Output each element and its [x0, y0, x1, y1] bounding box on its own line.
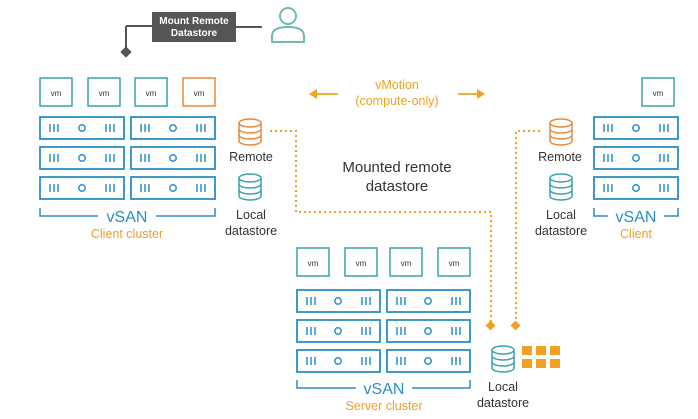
remote-label: Remote: [229, 150, 273, 164]
remote-mount-path-left: [270, 130, 492, 324]
remote-datastore-icon: [549, 118, 573, 146]
vm-icon: vm: [87, 77, 121, 107]
svg-text:vm: vm: [146, 89, 157, 98]
client-label: Client: [620, 227, 652, 241]
server-host: [39, 146, 125, 170]
server-host: [296, 319, 381, 343]
server-host: [130, 116, 216, 140]
vsan-bracket: [296, 380, 471, 389]
local-label-line-2: datastore: [225, 224, 277, 238]
server-host: [593, 146, 679, 170]
vsan-bracket: [39, 208, 216, 217]
server-host: [386, 349, 471, 373]
server-host: [296, 289, 381, 313]
server-host: [593, 176, 679, 200]
callout-line-1: Mount Remote: [159, 16, 229, 27]
server-host: [593, 116, 679, 140]
mount-endpoint-marker: [510, 320, 521, 331]
person-icon: [271, 7, 305, 43]
vm-icon: vm: [389, 247, 423, 277]
local-datastore-icon: [491, 345, 515, 373]
mount-endpoint-marker: [485, 320, 496, 331]
storage-blocks-icon: [522, 346, 560, 368]
local-label-line-2: datastore: [535, 224, 587, 238]
svg-text:vm: vm: [356, 259, 367, 268]
remote-label: Remote: [538, 150, 582, 164]
vmotion-label: vMotion: [375, 78, 419, 92]
local-datastore-icon: [549, 173, 573, 201]
local-label-line-1: Local: [236, 208, 266, 222]
vm-icon: vm: [296, 247, 330, 277]
svg-text:vm: vm: [449, 259, 460, 268]
svg-text:vm: vm: [194, 89, 205, 98]
vm-icon: vm: [641, 77, 675, 107]
server-host: [296, 349, 381, 373]
local-label-line-2: datastore: [477, 396, 529, 410]
local-datastore-icon: [238, 173, 262, 201]
server-host: [39, 116, 125, 140]
vmotion-arrow: [309, 89, 485, 99]
vm-row-server: vm vm vm vm: [296, 247, 471, 277]
local-label-line-1: Local: [488, 380, 518, 394]
server-host: [130, 146, 216, 170]
vm-icon: vm: [437, 247, 471, 277]
svg-text:vm: vm: [99, 89, 110, 98]
vsan-bracket: [593, 208, 679, 217]
client-cluster-label: Client cluster: [91, 227, 163, 241]
svg-text:vm: vm: [51, 89, 62, 98]
vmotion-sublabel: (compute-only): [355, 94, 438, 108]
vm-icon: vm: [344, 247, 378, 277]
server-host: [130, 176, 216, 200]
server-host: [39, 176, 125, 200]
vsan-brand: vSAN: [107, 209, 148, 226]
client-right: vm vSAN Client: [593, 77, 679, 241]
mount-remote-callout: Mount Remote Datastore: [120, 12, 262, 58]
client-cluster: vm vm vm vm: [39, 77, 216, 241]
server-host: [386, 319, 471, 343]
mounted-remote-label-line-1: Mounted remote: [342, 159, 451, 176]
mounted-remote-label-line-2: datastore: [366, 178, 429, 195]
vm-icon: vm: [39, 77, 73, 107]
vsan-brand: vSAN: [616, 209, 657, 226]
server-host: [386, 289, 471, 313]
svg-text:vm: vm: [401, 259, 412, 268]
callout-line-2: Datastore: [171, 28, 218, 39]
vm-row-client: vm vm vm vm: [39, 77, 216, 107]
local-label-line-1: Local: [546, 208, 576, 222]
remote-datastore-icon: [238, 118, 262, 146]
svg-text:vm: vm: [308, 259, 319, 268]
vm-icon-migrating: vm: [182, 77, 216, 107]
server-cluster-label: Server cluster: [345, 399, 422, 413]
vsan-brand: vSAN: [364, 381, 405, 398]
vm-icon: vm: [134, 77, 168, 107]
server-cluster: vm vm vm vm: [296, 247, 471, 413]
svg-text:vm: vm: [653, 89, 664, 98]
